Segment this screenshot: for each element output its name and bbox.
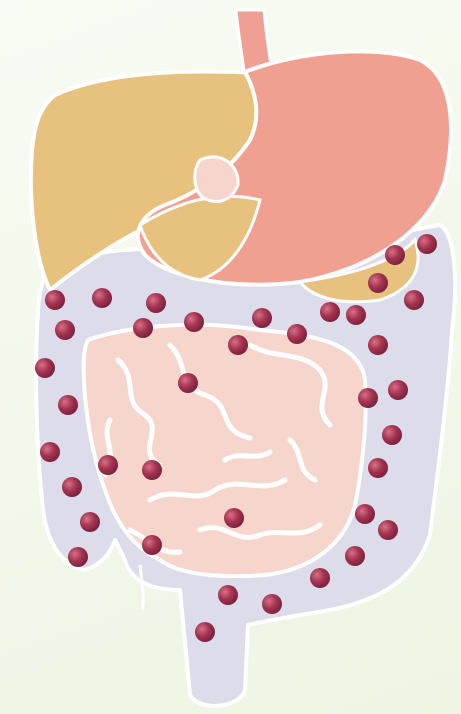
bacteria-spot: [142, 535, 162, 555]
bacteria-spot: [62, 477, 82, 497]
bacteria-spot: [40, 442, 60, 462]
bacteria-spot: [178, 373, 198, 393]
bacteria-spot: [378, 520, 398, 540]
bacteria-spot: [55, 320, 75, 340]
bacteria-spot: [320, 302, 340, 322]
bacteria-spot: [404, 290, 424, 310]
bacteria-spot: [218, 585, 238, 605]
bacteria-spot: [358, 388, 378, 408]
bacteria-spot: [58, 395, 78, 415]
bacteria-spot: [368, 335, 388, 355]
bacteria-spot: [417, 234, 437, 254]
bacteria-spot: [80, 512, 100, 532]
bacteria-spot: [287, 324, 307, 344]
bacteria-spot: [345, 546, 365, 566]
bacteria-spot: [355, 504, 375, 524]
bacteria-spot: [146, 293, 166, 313]
bacteria-spot: [98, 455, 118, 475]
bacteria-spot: [262, 594, 282, 614]
bacteria-spot: [368, 458, 388, 478]
bacteria-spot: [228, 335, 248, 355]
bacteria-spot: [133, 318, 153, 338]
bacteria-spot: [346, 305, 366, 325]
bacteria-spot: [92, 288, 112, 308]
duodenum: [195, 157, 238, 202]
bacteria-spot: [68, 547, 88, 567]
bacteria-spot: [385, 245, 405, 265]
bacteria-spot: [252, 308, 272, 328]
bacteria-spot: [224, 508, 244, 528]
bacteria-spot: [45, 290, 65, 310]
bacteria-spot: [368, 273, 388, 293]
bacteria-spot: [382, 425, 402, 445]
bacteria-spot: [184, 312, 204, 332]
bacteria-spot: [195, 622, 215, 642]
bacteria-spot: [142, 460, 162, 480]
bacteria-spot: [310, 568, 330, 588]
bacteria-spot: [35, 358, 55, 378]
bacteria-spot: [388, 380, 408, 400]
